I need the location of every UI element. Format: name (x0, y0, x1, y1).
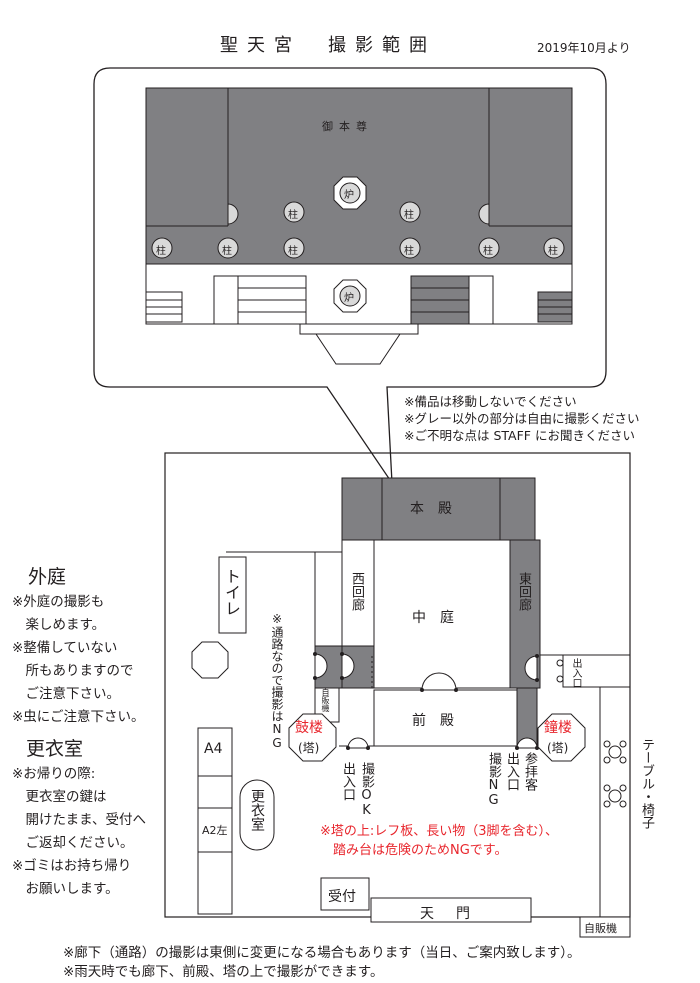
left-entrance-label: 出入口 (340, 762, 355, 801)
inset-pillar-label: 柱 (404, 246, 414, 257)
shoro-label: 鐘楼 (544, 720, 572, 736)
rule-item: ※備品は移動しないでください (404, 394, 577, 409)
note-line: 開けたまま、受付へ (12, 812, 147, 828)
bottom-notes: ※廊下（通路）の撮影は東側に変更になる場合もあります（当日、ご案内致します）。 … (63, 944, 581, 982)
a4-label: A4 (204, 741, 223, 757)
inset-pillars (151, 201, 565, 259)
note-line: ご返却ください。 (12, 835, 134, 851)
bottom-note: ※雨天時でも廊下、前殿、塔の上で撮影ができます。 (63, 964, 384, 980)
koro-label: 鼓楼 (295, 720, 323, 736)
east-entrance-label: 出入口 (570, 658, 581, 688)
nakaniwa-label: 中 庭 (412, 610, 454, 626)
inset-burner-label: 炉 (344, 190, 354, 201)
west-corridor-label: 西回廊 (349, 572, 364, 611)
note-line: ※整備していない (12, 640, 118, 656)
note-line: ※ゴミはお持ち帰り (12, 858, 132, 874)
dressing-room-title: 更衣室 (26, 738, 84, 760)
inset-pillar-label: 柱 (156, 246, 166, 257)
inset-pillar-label: 柱 (222, 246, 232, 257)
east-corridor-label: 東回廊 (516, 572, 531, 611)
photo-ok-label: 撮影OK (359, 762, 374, 818)
bottom-note: ※廊下（通路）の撮影は東側に変更になる場合もあります（当日、ご案内致します）。 (63, 945, 581, 961)
honden-label: 本 殿 (410, 501, 452, 517)
note-line: ご注意下さい。 (12, 686, 120, 702)
inset-burner-bottom (333, 279, 367, 313)
note-line: ※虫にご注意下さい。 (12, 709, 145, 725)
shoro-tower-shape (537, 713, 586, 762)
table-chair-label: テーブル・椅子 (639, 738, 654, 829)
outer-garden-title: 外庭 (28, 566, 67, 588)
photo-ng-label: 撮影NG (486, 752, 501, 808)
koro-tower-shape (288, 713, 337, 762)
zenden-label: 前 殿 (412, 713, 454, 729)
a2-label: A2左 (202, 824, 228, 837)
effective-date: 2019年10月より (537, 41, 631, 55)
inset-pillar-label: 柱 (483, 246, 493, 257)
tower-warning: ※塔の上:レフ板、長い物（3脚を含む）、 踏み台は危険のためNGです。 (320, 824, 559, 858)
toilet-label: トイレ (222, 568, 241, 616)
inset-pillar-label: 柱 (288, 246, 298, 257)
inset-burner-top (333, 176, 367, 210)
rule-item: ※ご不明な点は STAFF にお聞きください (404, 428, 635, 443)
reception-label: 受付 (328, 889, 356, 905)
koro-tower-label: (塔) (298, 741, 320, 755)
honden-block (341, 477, 536, 541)
note-line: ※外庭の撮影も (12, 594, 105, 610)
rule-item: ※グレー以外の部分は自由に撮影ください (404, 411, 640, 426)
outer-garden-notes: 外庭 ※外庭の撮影も 楽しめます。 ※整備していない 所もありますので ご注意下… (12, 562, 145, 729)
small-vending-label: 自販機 (321, 688, 330, 712)
note-line: 更衣室の鍵は (12, 789, 107, 805)
inset-gray-area (145, 87, 573, 265)
inset-burner-label-2: 炉 (344, 293, 354, 304)
dressing-room-notes: 更衣室 ※お帰りの際: 更衣室の鍵は 開けたまま、受付へ ご返却ください。 ※ゴ… (12, 734, 146, 901)
page-title: 聖天宮 撮影範囲 (220, 35, 436, 56)
tenmon-label: 天 門 (420, 906, 474, 922)
dressing-room-label: 更衣室 (249, 789, 265, 831)
worshipper-label: 参拝客 (522, 752, 537, 791)
shoro-tower-label: (塔) (547, 741, 569, 755)
right-entrance-label: 出入口 (504, 752, 519, 791)
inset-honzon-label: 御本尊 (322, 120, 373, 133)
photo-rules: ※備品は移動しないでください ※グレー以外の部分は自由に撮影ください ※ご不明な… (404, 393, 639, 444)
passage-ng-note: ※通路なので撮影はNG (270, 612, 284, 750)
note-line: 楽しめます。 (12, 617, 106, 633)
inset-pillar-label: 柱 (288, 210, 298, 221)
vending-label: 自販機 (584, 922, 617, 935)
note-line: ※お帰りの際: (12, 766, 96, 782)
note-line: 所もありますので (12, 663, 134, 679)
note-line: お願いします。 (12, 881, 119, 897)
inset-pillar-label: 柱 (548, 246, 558, 257)
inset-pillar-label: 柱 (404, 210, 414, 221)
